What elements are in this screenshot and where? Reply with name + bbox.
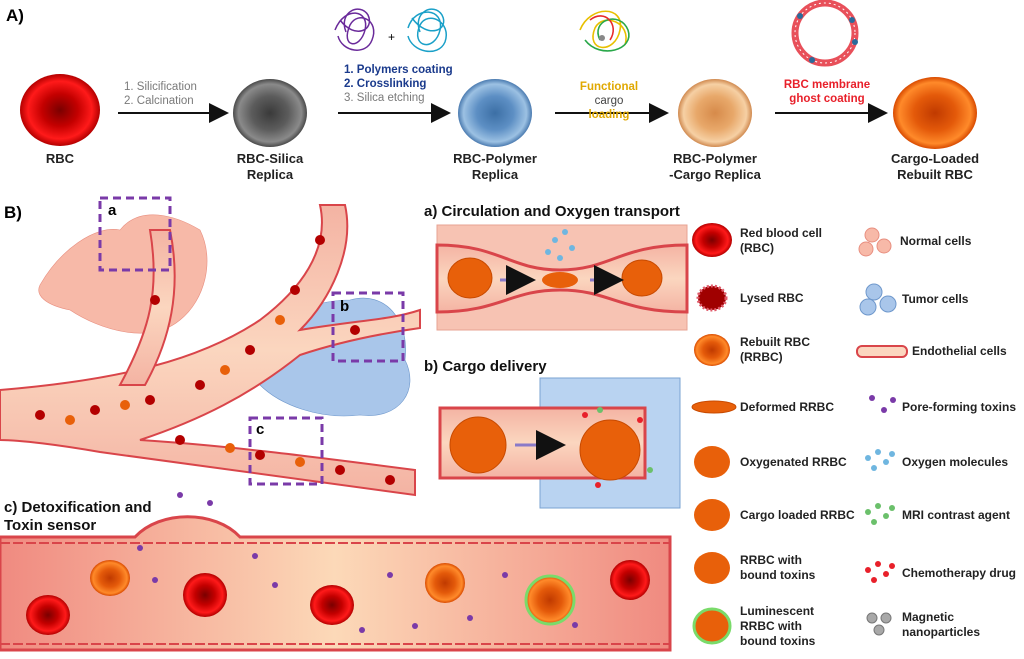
legend-chemo: Chemotherapy drug — [902, 566, 1017, 580]
legend-normal-cells: Normal cells — [900, 234, 972, 248]
legend-deformed-rrbc: Deformed RRBC — [740, 400, 835, 414]
zoom-label-b: b — [340, 298, 350, 315]
polymer-tangle-cyan — [407, 8, 447, 53]
rbc-polymer-replica — [458, 79, 532, 147]
zoom-label-c: c — [256, 421, 265, 438]
detox-vessel — [0, 492, 672, 652]
functional-cargo-tangle — [579, 10, 630, 52]
legend-endothelial-cells: Endothelial cells — [912, 344, 1007, 358]
legend-rrbc: Rebuilt RBC(RRBC) — [740, 335, 810, 364]
legend-tumor-cells: Tumor cells — [902, 292, 969, 306]
legend-oxygen: Oxygen molecules — [902, 455, 1009, 469]
legend-mri: MRI contrast agent — [902, 508, 1011, 522]
zoom-box-c — [248, 416, 324, 486]
cargo-delivery-vessel — [438, 377, 681, 509]
vessel-rbcs — [35, 235, 395, 485]
vessel-branch-up — [118, 229, 176, 386]
panel-b-label: B) — [4, 203, 22, 222]
zoom-label-a: a — [108, 202, 117, 219]
rbc-cell — [20, 74, 100, 146]
subpanel-b-title: b) Cargo delivery — [424, 358, 547, 375]
blood-vessel-tree — [0, 204, 421, 497]
normal-tissue-cluster — [38, 214, 208, 334]
panel-a-label: A) — [6, 6, 24, 25]
legend-lysed-rbc: Lysed RBC — [740, 291, 804, 305]
circulation-vessel — [435, 224, 689, 331]
legend-rbc: Red blood cell(RBC) — [740, 226, 823, 255]
membrane-ghost-ring — [791, 0, 859, 67]
zoom-box-a — [98, 196, 172, 272]
subpanel-a-title: a) Circulation and Oxygen transport — [424, 203, 680, 220]
legend-cargo-rrbc: Cargo loaded RRBC — [740, 508, 855, 522]
rbc-silica-replica — [233, 79, 307, 147]
legend-icons — [691, 223, 908, 645]
legend-oxygenated-rrbc: Oxygenated RRBC — [740, 455, 847, 469]
polymer-tangle-purple — [334, 8, 375, 51]
zoom-box-b — [331, 291, 405, 363]
cargo-loaded-rebuilt-rbc — [893, 77, 977, 149]
vessel-rrbcs — [65, 315, 305, 467]
rbc-polymer-cargo-replica — [678, 79, 752, 147]
plus-sign: + — [388, 30, 396, 44]
stage-cargo-replica-label: RBC-Polymer-Cargo Replica — [669, 151, 761, 182]
legend-toxins: Pore-forming toxins — [902, 400, 1017, 414]
stage-rbc-label: RBC — [45, 151, 75, 166]
